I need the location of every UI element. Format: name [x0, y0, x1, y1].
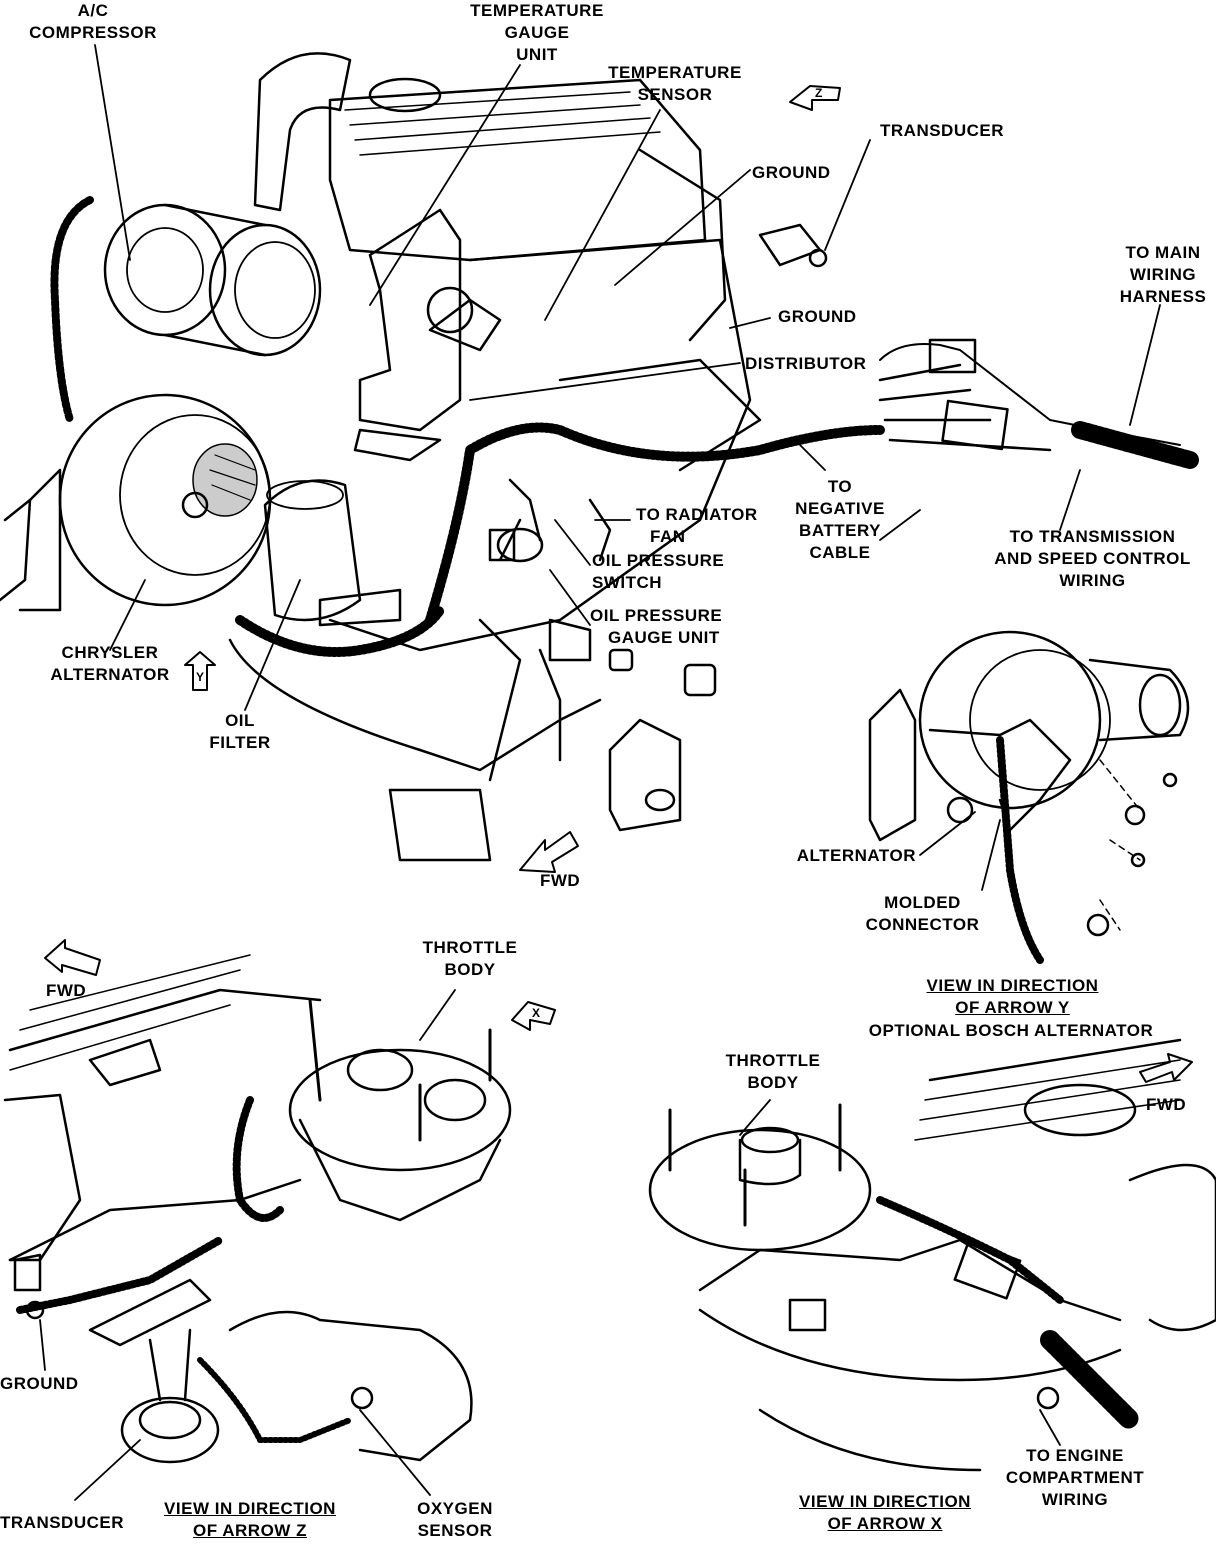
leader-lines-main — [94, 44, 1161, 711]
engine-block — [328, 238, 752, 652]
label-oil-filter: OIL FILTER — [209, 711, 271, 752]
label-ac-compressor: A/C COMPRESSOR — [29, 1, 157, 42]
fwd-arrow-x — [1139, 1053, 1193, 1083]
label-oxygen-sensor: OXYGEN SENSOR — [417, 1499, 493, 1540]
label-temperature-sensor: TEMPERATURE SENSOR — [608, 63, 742, 104]
caption-view-y: VIEW IN DIRECTION OF ARROW Y — [926, 976, 1099, 1017]
label-to-radiator-fan: TO RADIATOR FAN — [636, 505, 758, 546]
label-fwd-view-x: FWD — [1146, 1095, 1187, 1114]
label-temperature-gauge-unit: TEMPERATURE GAUGE UNIT — [470, 1, 604, 64]
label-distributor: DISTRIBUTOR — [745, 354, 867, 373]
oil-pressure-switch — [496, 527, 544, 563]
arrow-y — [184, 651, 216, 691]
oxygen-sensor — [350, 1386, 374, 1410]
label-ground-lower: GROUND — [778, 307, 857, 326]
label-alternator-view-y: ALTERNATOR — [796, 846, 916, 865]
throttle-body-z — [288, 1048, 512, 1172]
main-harness-conduit — [1071, 421, 1199, 469]
label-fwd-main: FWD — [540, 871, 581, 890]
bosch-alternator — [918, 630, 1102, 810]
drive-belt — [50, 196, 94, 424]
label-chrysler-alternator: CHRYSLER ALTERNATOR — [50, 643, 170, 684]
engine-compartment-conduit — [1040, 1330, 1140, 1430]
upper-radiator-hose — [253, 52, 352, 212]
view-z-illustration — [3, 939, 556, 1501]
arrow-z — [789, 85, 841, 111]
subcaption-view-y: OPTIONAL BOSCH ALTERNATOR — [868, 1021, 1154, 1040]
transducer-z — [120, 1396, 220, 1464]
label-throttle-body-z: THROTTLE BODY — [422, 938, 518, 979]
label-ground-view-z: GROUND — [0, 1374, 79, 1393]
label-to-transmission: TO TRANSMISSION AND SPEED CONTROL WIRING — [994, 527, 1191, 590]
label-throttle-body-x: THROTTLE BODY — [725, 1051, 821, 1092]
label-transducer-main: TRANSDUCER — [880, 121, 1004, 140]
view-x-illustration — [648, 1038, 1216, 1472]
caption-view-x: VIEW IN DIRECTION OF ARROW X — [799, 1492, 971, 1533]
ac-compressor — [103, 203, 227, 337]
ac-clutch — [208, 223, 322, 357]
view-y-illustration — [868, 630, 1190, 964]
thermostat-outlet — [426, 286, 474, 334]
arrow-z-tag: Z — [815, 86, 823, 100]
throttle-body-x — [648, 1128, 872, 1252]
label-oil-pressure-gauge-unit: OIL PRESSURE GAUGE UNIT — [590, 606, 723, 647]
fwd-arrow-main — [519, 831, 579, 873]
arrow-x — [511, 1001, 556, 1031]
arrow-y-tag: Y — [196, 670, 205, 684]
transducer-bracket-z — [88, 1278, 212, 1347]
engine-main-view — [0, 44, 1199, 873]
label-fwd-view-z: FWD — [46, 981, 87, 1000]
wiring-harness-main — [425, 422, 885, 625]
caption-view-z: VIEW IN DIRECTION OF ARROW Z — [164, 1499, 336, 1540]
label-transducer-view-z: TRANSDUCER — [0, 1513, 124, 1532]
arrow-x-tag: X — [532, 1006, 541, 1020]
label-molded-connector: MOLDED CONNECTOR — [865, 893, 980, 934]
label-oil-pressure-switch: OIL PRESSURE SWITCH — [592, 551, 725, 592]
fwd-arrow-z — [44, 939, 101, 976]
label-to-negative-battery-cable: TO NEGATIVE BATTERY CABLE — [795, 477, 885, 562]
engine-mount — [388, 788, 492, 862]
label-to-engine-compartment-wiring: TO ENGINE COMPARTMENT WIRING — [1005, 1446, 1145, 1509]
oil-filter — [263, 479, 362, 622]
harness-connector — [941, 399, 1009, 451]
label-ground-upper: GROUND — [752, 163, 831, 182]
oil-filler-cap — [368, 77, 442, 113]
label-to-main-wiring-harness: TO MAIN WIRING HARNESS — [1119, 243, 1207, 306]
